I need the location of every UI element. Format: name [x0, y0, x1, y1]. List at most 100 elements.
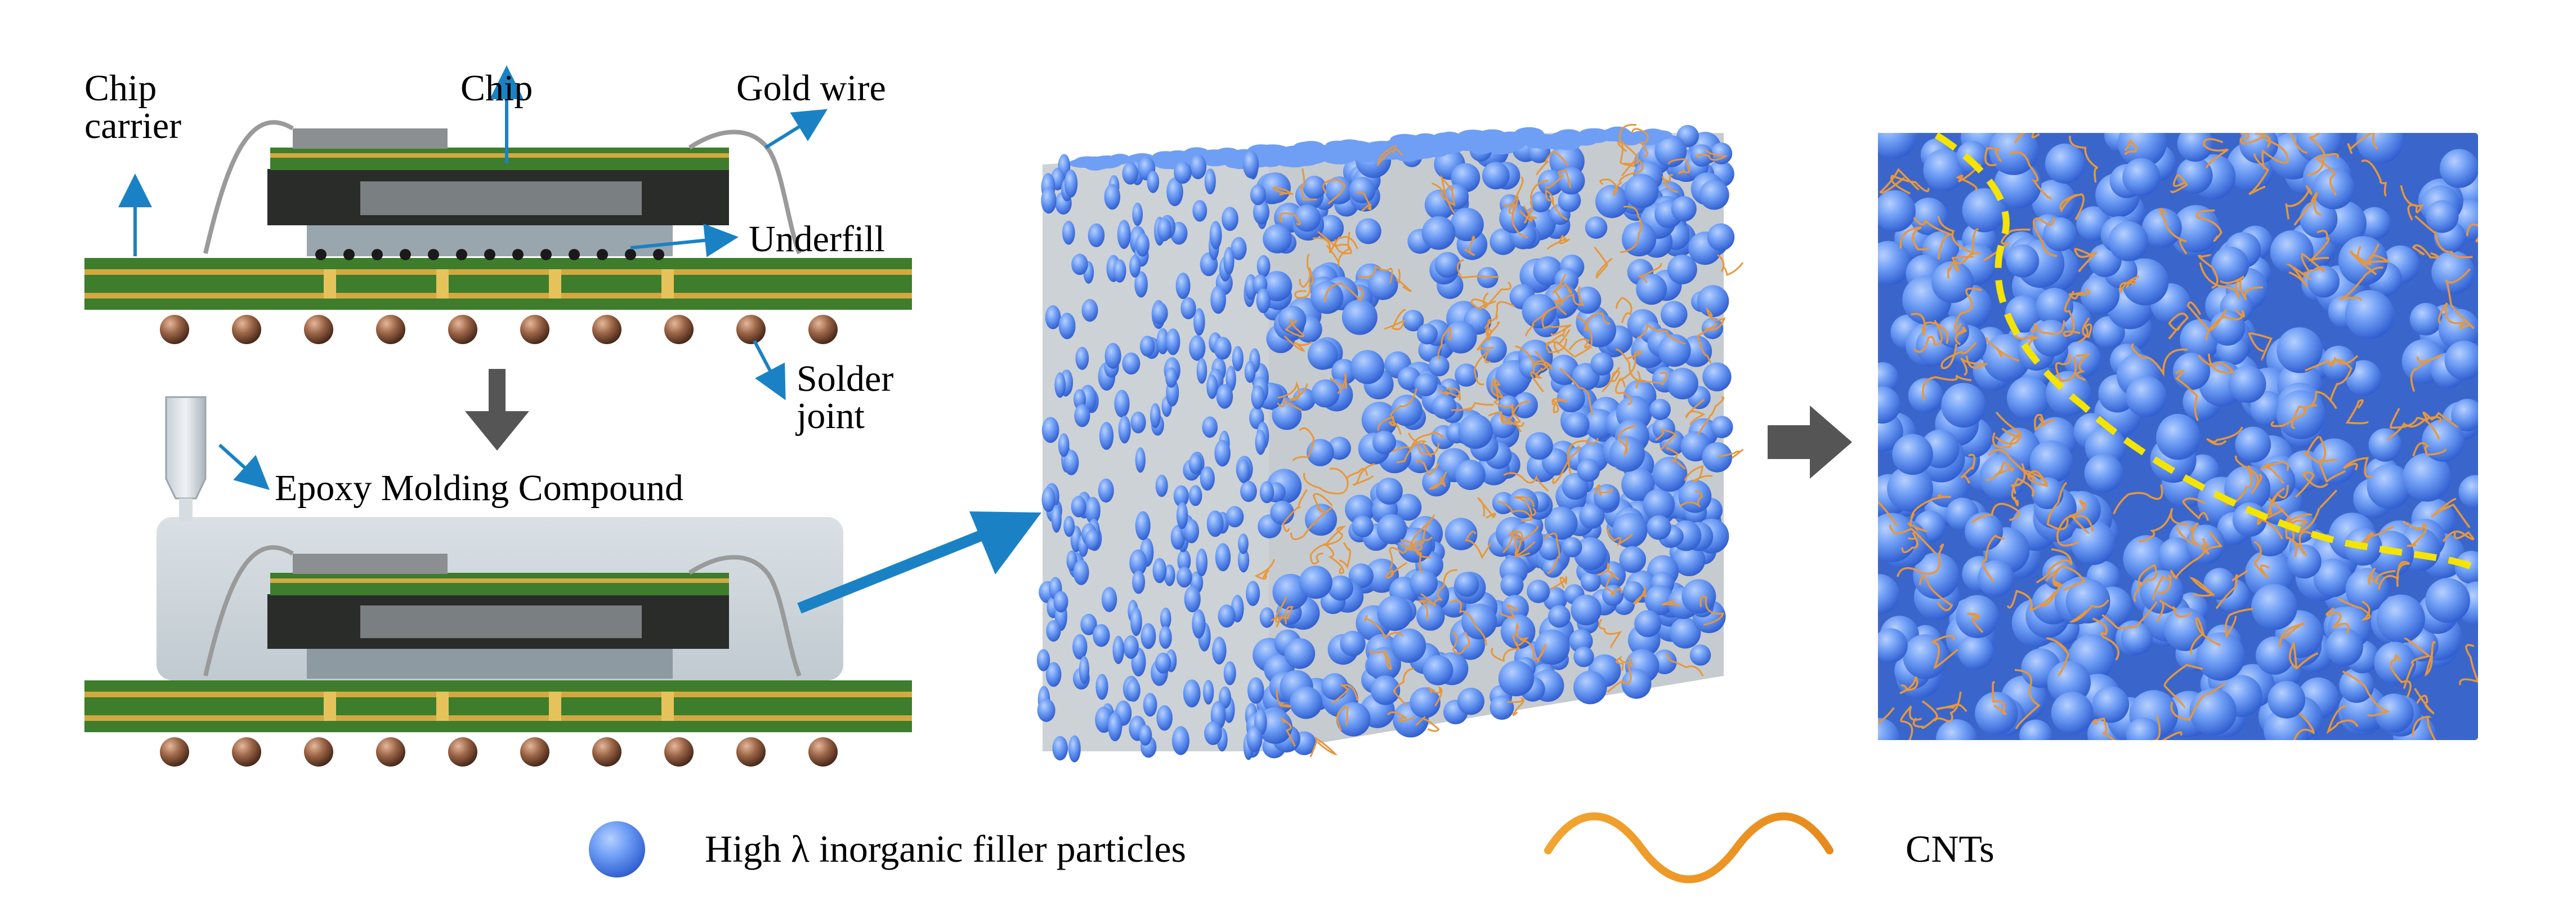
filler-particle: [2065, 578, 2110, 623]
cnt-fiber: [2074, 248, 2098, 272]
filler-particle: [1290, 686, 1323, 719]
cnt-fiber: [1431, 182, 1456, 207]
filler-particle: [1143, 693, 1157, 717]
cnt-fiber: [2186, 301, 2228, 331]
cnt-fiber: [1546, 338, 1567, 354]
filler-particle: [1935, 719, 1978, 740]
cnt-fiber: [2215, 569, 2248, 609]
cnt-fiber: [1396, 268, 1412, 292]
filler-particle: [1117, 220, 1131, 249]
cnt-fiber: [2412, 442, 2447, 457]
cnt-fiber: [2368, 567, 2396, 586]
cnt-fiber: [2424, 641, 2436, 677]
filler-particle: [1678, 479, 1712, 513]
filler-particle: [1184, 586, 1201, 613]
cnt-fiber: [1952, 252, 1981, 265]
cnt-fiber: [1631, 128, 1649, 157]
filler-particle: [1350, 350, 1385, 384]
filler-particle: [2431, 251, 2475, 295]
cnt-fiber: [1470, 298, 1496, 310]
filler-particle: [2084, 453, 2123, 493]
filler-particle: [1188, 453, 1202, 474]
filler-particle: [2211, 246, 2249, 284]
filler-particle: [2172, 353, 2211, 390]
cnt-fiber: [1514, 525, 1539, 559]
cnt-fiber: [2268, 497, 2297, 558]
cnt-fiber: [1618, 425, 1636, 457]
filler-particle: [1114, 390, 1130, 418]
cnt-fiber: [2285, 185, 2313, 220]
cnt-fiber: [2009, 151, 2052, 200]
cross-section-particles: [1878, 133, 2478, 740]
filler-particle: [1085, 529, 1100, 550]
filler-particle: [1262, 271, 1293, 301]
filler-particle: [1062, 220, 1075, 245]
filler-particle: [1203, 680, 1214, 705]
filler-particle: [1455, 363, 1478, 387]
filler-particle: [1165, 367, 1178, 388]
cnt-fiber: [1273, 186, 1294, 196]
cnt-fiber: [1323, 282, 1364, 303]
cnt-fiber: [2412, 715, 2436, 740]
filler-particle: [1155, 474, 1168, 497]
cnt-fiber: [1515, 622, 1530, 646]
cnt-fiber: [1415, 716, 1440, 732]
cnt-fiber: [2199, 262, 2244, 300]
filler-particle: [1331, 359, 1357, 385]
cnt-fiber: [2291, 391, 2337, 429]
filler-particle: [1302, 144, 1334, 156]
filler-particle: [2142, 208, 2182, 248]
cnt-fiber: [2328, 359, 2353, 402]
cross-section: [1878, 132, 2479, 740]
filler-particle: [1176, 567, 1192, 588]
filler-particle: [1892, 434, 1933, 475]
filler-particle: [1109, 154, 1131, 165]
cnt-fiber: [1667, 158, 1690, 174]
filler-particle: [2444, 340, 2478, 380]
cnt-fiber: [2268, 484, 2289, 515]
cnt-fiber: [2279, 622, 2305, 648]
filler-particle: [2300, 200, 2338, 238]
filler-particle: [2251, 584, 2297, 630]
filler-particle: [2250, 391, 2286, 426]
cnt-fiber: [1620, 206, 1643, 253]
cnt-fiber: [2339, 266, 2383, 301]
cnt-fiber: [1684, 465, 1713, 482]
filler-particle: [1340, 631, 1366, 657]
filler-particle: [1580, 571, 1601, 592]
cnt-fiber: [1406, 542, 1423, 573]
filler-particle: [1311, 379, 1340, 408]
cnt-fiber: [1552, 274, 1572, 294]
filler-particle: [1558, 189, 1581, 212]
cnt-fiber: [1339, 542, 1351, 569]
filler-particle: [1710, 416, 1733, 438]
filler-particle: [1041, 487, 1056, 513]
filler-particle: [1670, 617, 1701, 649]
filler-particle: [1646, 515, 1671, 540]
legend: High λ inorganic filler particles CNTs: [589, 812, 1994, 884]
filler-particle: [2345, 568, 2390, 612]
filler-particle: [1147, 171, 1160, 193]
cnt-fiber: [2445, 268, 2475, 329]
filler-particle: [1202, 416, 1218, 438]
filler-particle: [1307, 439, 1334, 466]
label-chip-carrier-2: carrier: [84, 105, 181, 146]
cnt-fiber: [1897, 544, 1944, 577]
filler-particle: [1080, 613, 1097, 635]
cnt-fiber: [1535, 151, 1569, 176]
filler-particle: [2080, 275, 2120, 315]
cnt-fiber: [1953, 287, 1982, 329]
cnt-fiber: [2123, 140, 2137, 155]
cnt-fiber: [2306, 133, 2325, 176]
cnt-fiber: [1700, 595, 1725, 626]
cnt-fiber: [1276, 689, 1291, 708]
filler-particle: [1247, 677, 1264, 704]
filler-particle: [1423, 655, 1454, 685]
cnt-fiber: [1281, 717, 1296, 747]
filler-particle: [1071, 496, 1086, 518]
cnt-fiber: [2139, 508, 2190, 543]
filler-particle: [1242, 150, 1259, 179]
filler-particle: [1432, 394, 1457, 420]
cnt-fiber: [2182, 497, 2209, 521]
filler-particle: [1460, 130, 1490, 143]
